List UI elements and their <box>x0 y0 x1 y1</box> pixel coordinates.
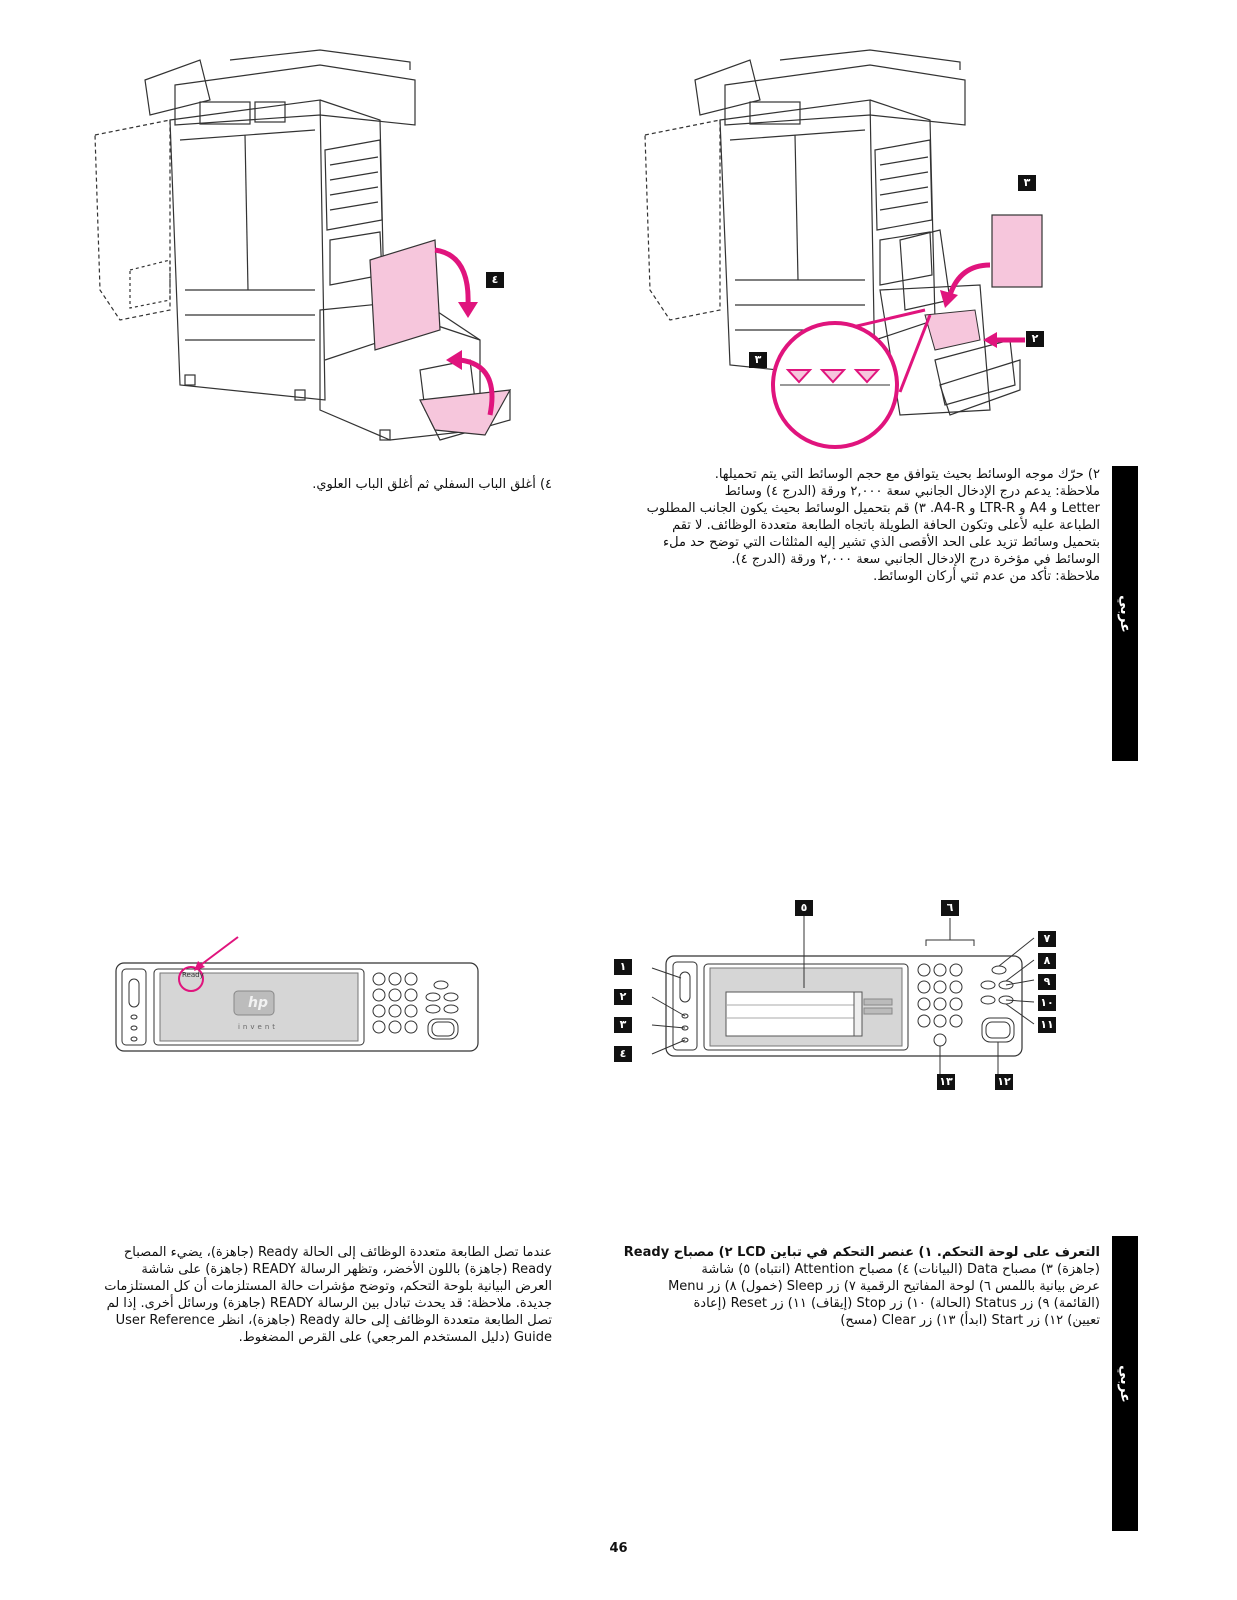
callout-6: ٦ <box>941 900 959 916</box>
callout-8: ٨ <box>1038 953 1056 969</box>
ready-line: Guide (دليل المستخدم المرجعي) على القرص … <box>238 1330 552 1345</box>
control-panel-line: التعرف على لوحة التحكم. ١) عنصر التحكم ف… <box>623 1245 1100 1260</box>
callout-9: ٩ <box>1038 974 1056 990</box>
callout-2: ٢ <box>1026 331 1044 347</box>
callout-13: ١٣ <box>937 1074 955 1090</box>
callout-2-panel: ٢ <box>614 989 632 1005</box>
callout-7: ٧ <box>1038 931 1056 947</box>
step-4-line: ٤) أغلق الباب السفلي ثم أغلق الباب العلو… <box>312 477 552 492</box>
language-tab-bottom: عربي <box>1112 1236 1138 1531</box>
printer-load-media-illustration <box>644 49 1043 449</box>
callout-11: ١١ <box>1038 1017 1056 1033</box>
step-2-line: Letter و A4 و LTR-R و A4-R. ٣) قم بتحميل… <box>646 501 1100 516</box>
ready-line: جديدة. ملاحظة: قد يحدث تبادل بين الرسالة… <box>106 1296 552 1311</box>
control-panel-line: (القائمة) ٩) زر Status (الحالة) ١٠) زر S… <box>693 1296 1100 1311</box>
language-tab-label: عربي <box>1117 1364 1133 1403</box>
control-panel-line: تعيين) ١٢) زر Start (ابدأ) ١٣) زر Clear … <box>840 1313 1100 1328</box>
control-panel-text: التعرف على لوحة التحكم. ١) عنصر التحكم ف… <box>610 1244 1100 1329</box>
callout-3-bottom: ٣ <box>749 352 767 368</box>
step-2-line: بتحميل وسائط تزيد على الحد الأقصى الذي ت… <box>663 535 1100 550</box>
ready-line: Ready (جاهزة) باللون الأخضر، وتظهر الرسا… <box>141 1262 552 1277</box>
ready-line: عندما تصل الطابعة متعددة الوظائف إلى الح… <box>123 1245 552 1260</box>
callout-1: ١ <box>614 959 632 975</box>
callout-10: ١٠ <box>1038 995 1056 1011</box>
page-number: 46 <box>609 1541 628 1556</box>
ready-label: Ready <box>182 971 204 979</box>
control-panel-ready-illustration <box>115 936 479 1052</box>
ready-line: تصل الطابعة متعددة الوظائف إلى حالة Read… <box>115 1313 552 1328</box>
control-panel-line: عرض بيانية باللمس ٦) لوحة المفاتيح الرقم… <box>668 1279 1100 1294</box>
ready-line: العرض البيانية بلوحة التحكم، وتوضح مؤشرا… <box>104 1279 552 1294</box>
language-tab-label: عربي <box>1117 594 1133 633</box>
language-tab-top: عربي <box>1112 466 1138 761</box>
ready-text: عندما تصل الطابعة متعددة الوظائف إلى الح… <box>60 1244 552 1346</box>
step-2-line: الوسائط في مؤخرة درج الإدخال الجانبي سعة… <box>731 552 1100 567</box>
step-2-line: ملاحظة: تأكد من عدم ثني أركان الوسائط. <box>873 569 1100 584</box>
step-2-line: ٢) حرّك موجه الوسائط بحيث يتوافق مع حجم … <box>714 467 1100 482</box>
callout-12: ١٢ <box>995 1074 1013 1090</box>
printer-close-doors-illustration <box>94 49 512 441</box>
callout-3-panel: ٣ <box>614 1017 632 1033</box>
callout-5: ٥ <box>795 900 813 916</box>
step-4-text: ٤) أغلق الباب السفلي ثم أغلق الباب العلو… <box>90 476 552 493</box>
hp-tagline: invent <box>237 1023 278 1031</box>
control-panel-line: (جاهزة) ٣) مصباح Data (البيانات) ٤) مصبا… <box>701 1262 1100 1277</box>
step-2-line: الطباعة عليه لأعلى وتكون الحافة الطويلة … <box>672 518 1100 533</box>
callout-4-panel: ٤ <box>614 1046 632 1062</box>
step-2-text: ٢) حرّك موجه الوسائط بحيث يتوافق مع حجم … <box>610 466 1100 585</box>
callout-3-top: ٣ <box>1018 175 1036 191</box>
callout-4: ٤ <box>486 272 504 288</box>
control-panel-labeled-illustration <box>651 916 1035 1075</box>
step-2-line: ملاحظة: يدعم درج الإدخال الجانبي سعة ٢,٠… <box>724 484 1100 499</box>
hp-logo: hp <box>248 995 268 1011</box>
